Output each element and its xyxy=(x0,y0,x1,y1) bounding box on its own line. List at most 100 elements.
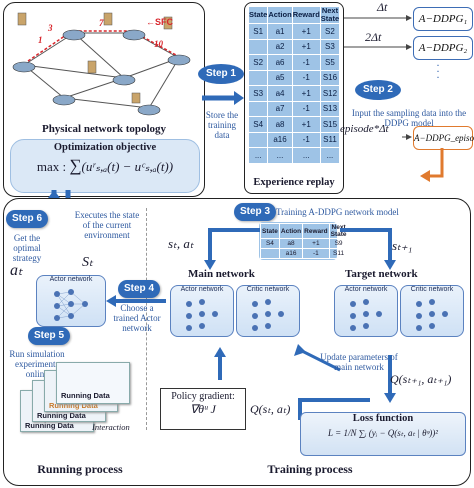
running-data-stack: Running Data Running Data Running Data R… xyxy=(20,362,150,440)
target-network-title: Target network xyxy=(345,268,418,280)
step-5-description: Run simulation experiments online xyxy=(9,349,65,379)
ddpg-arrows xyxy=(344,15,412,140)
optimization-formula: max : ∑(uʳₛ,ₐ(t) − uᶜₛ,ₐ(t)) xyxy=(36,156,174,175)
replay-cell: -1 xyxy=(291,69,321,86)
router-node xyxy=(12,61,36,73)
router-node xyxy=(137,104,161,116)
mini-cell: -1 xyxy=(302,248,330,259)
st-at-label: sₜ, aₜ xyxy=(168,236,194,251)
main-critic-network-box: Critic network xyxy=(236,285,300,337)
replay-cell: ... xyxy=(291,147,321,164)
hop-label: 1 xyxy=(38,35,43,45)
ddpg-box-1: A−DDPG₁ xyxy=(413,7,473,31)
training-arrows xyxy=(204,228,396,420)
optimization-box: Optimization objective max : ∑(uʳₛ,ₐ(t) … xyxy=(10,139,200,193)
step-2-badge: Step 2 xyxy=(355,80,401,100)
step-3-badge: Step 3 xyxy=(234,203,277,221)
replay-cell: ... xyxy=(267,147,293,164)
replay-cell: S4 xyxy=(247,116,269,133)
step-6-badge: Step 6 xyxy=(6,210,49,228)
replay-header-cell: State xyxy=(247,6,269,24)
server-icon xyxy=(163,16,173,30)
router-node xyxy=(167,54,191,66)
replay-cell: a8 xyxy=(267,116,293,133)
replay-cell: a4 xyxy=(267,85,293,102)
replay-cell: ... xyxy=(247,147,269,164)
replay-cell: a1 xyxy=(267,23,293,40)
replay-cell: ... xyxy=(319,147,341,164)
router-nodes xyxy=(12,29,191,116)
running-process-title: Running process xyxy=(37,462,123,476)
router-node xyxy=(52,94,76,106)
replay-cell: a6 xyxy=(267,54,293,71)
replay-cell: a16 xyxy=(267,131,293,148)
replay-cell xyxy=(247,38,269,55)
replay-cell: a7 xyxy=(267,100,293,117)
step-6-description: Get the optimal strategy xyxy=(12,233,42,263)
st1-label: sₜ₊₁ xyxy=(392,238,413,253)
replay-cell: S16 xyxy=(319,69,341,86)
replay-cell: -1 xyxy=(291,131,321,148)
hop-label: 7 xyxy=(99,18,104,28)
arrow-step4 xyxy=(106,295,166,307)
replay-cell: +1 xyxy=(291,23,321,40)
router-node xyxy=(62,29,86,41)
policy-gradient-box: Policy gradient: ∇θᵘ J xyxy=(160,388,246,430)
replay-cell: S1 xyxy=(247,23,269,40)
state-st-label: Sₜ xyxy=(82,255,94,270)
hop-label: 10 xyxy=(154,39,163,49)
hop-label: 3 xyxy=(48,23,53,33)
replay-header-cell: Next State xyxy=(319,6,341,24)
replay-cell: a5 xyxy=(267,69,293,86)
step-1-description: Store the training data xyxy=(205,110,239,140)
replay-cell: S5 xyxy=(319,54,341,71)
replay-cell: +1 xyxy=(291,85,321,102)
replay-cell: +1 xyxy=(291,116,321,133)
physical-network-panel: 1 3 7 10 ←SFC Physical network topology … xyxy=(3,2,205,197)
arrow-step1 xyxy=(202,91,244,105)
ddpg-dots: ··· xyxy=(436,58,440,84)
physical-topology-title: Physical network topology xyxy=(41,123,167,135)
step-5-badge: Step 5 xyxy=(28,327,71,345)
q-main-label: Q(sₜ, aₜ) xyxy=(250,402,291,416)
episode-delta-t-label: episode*Δt xyxy=(340,123,389,135)
update-parameters-label: Update parameters of main network xyxy=(320,352,398,372)
replay-header-cell: Reward xyxy=(291,6,321,24)
step-3-description: Training A-DDPG network model xyxy=(276,207,399,217)
neural-net-icon xyxy=(54,289,88,321)
network-topology-graphic xyxy=(12,12,191,116)
replay-cell: S15 xyxy=(319,116,341,133)
server-icon xyxy=(103,12,113,26)
experience-replay-title: Experience replay xyxy=(253,177,335,188)
loss-function-box: Loss function L = 1/N ∑ᵢ (yᵢ − Q(sₜ, aₜ … xyxy=(300,412,466,456)
router-node xyxy=(112,74,136,86)
execute-state-description: Executes the state of the current enviro… xyxy=(74,210,140,240)
two-delta-t-label: 2Δt xyxy=(365,30,382,44)
policy-gradient-expr: ∇θᵘ J xyxy=(190,402,216,416)
optimization-title: Optimization objective xyxy=(53,142,157,153)
mini-cell: S11 xyxy=(328,248,349,259)
router-node xyxy=(122,29,146,41)
ddpg-box-episode: A−DDPG_episode xyxy=(413,126,474,150)
running-data-card: Running Data xyxy=(56,362,130,404)
target-critic-network-box: Critic network xyxy=(400,285,464,337)
replay-cell: S13 xyxy=(319,100,341,117)
step-4-badge: Step 4 xyxy=(118,280,161,298)
replay-cell xyxy=(247,69,269,86)
policy-gradient-title: Policy gradient: xyxy=(171,391,235,402)
main-actor-network-box: Actor network xyxy=(170,285,234,337)
divider-dashed xyxy=(146,208,147,430)
main-network-title: Main network xyxy=(188,268,255,280)
sfc-label: ←SFC xyxy=(146,17,173,27)
replay-cell xyxy=(247,131,269,148)
step-4-description: Choose a trained Actor network xyxy=(113,303,161,333)
